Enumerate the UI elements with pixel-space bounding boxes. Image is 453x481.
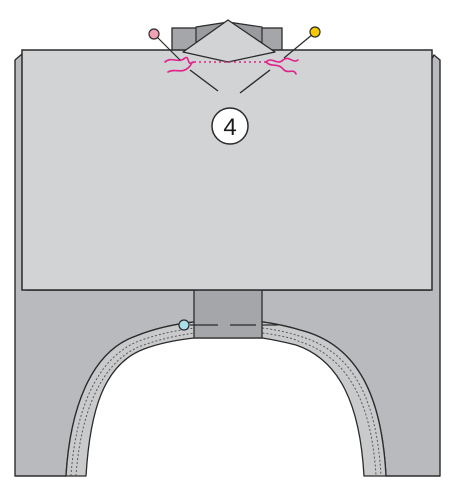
step-number: 4 — [223, 114, 236, 141]
pin-pink-icon — [148, 28, 160, 40]
pin-yellow-icon — [309, 26, 321, 38]
binding-stitch-inner — [75, 332, 377, 477]
step-number-badge — [211, 107, 249, 145]
callout-line-right — [239, 69, 271, 94]
thread-left — [164, 56, 195, 73]
callout-line-left — [189, 69, 219, 92]
front-fabric-panel — [21, 49, 433, 291]
pin-pink-shaft — [155, 35, 181, 61]
center-tab — [193, 289, 263, 339]
thread-right — [265, 57, 299, 75]
top-flap — [182, 19, 276, 63]
pin-yellow-shaft — [283, 33, 314, 59]
pin-blue-icon — [178, 319, 190, 331]
binding-stitch-outer — [70, 327, 382, 477]
armhole-binding — [65, 321, 387, 477]
